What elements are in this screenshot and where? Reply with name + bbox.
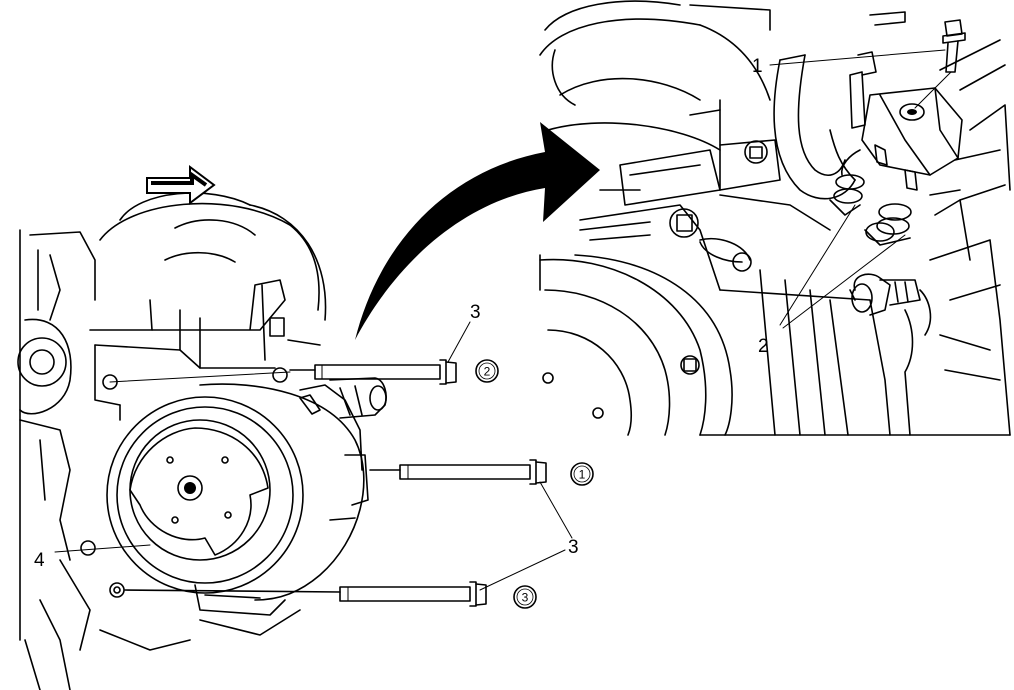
callout-3-lower-a: 3 [568,537,579,558]
svg-text:3: 3 [522,591,529,605]
bolt-lower-a [369,459,547,485]
bolt-axis-upper [109,371,291,383]
compressor-body [80,377,387,616]
sequence-marker-2: 2 [475,359,499,383]
engine-block-outline [17,192,327,690]
detail-view-arrow-icon [355,122,600,340]
front-direction-arrow-icon [146,165,216,205]
leader-3-lower-a [539,481,573,539]
bolt-lower-b [124,581,487,607]
leader-3-lower-b [479,549,566,591]
leader-4 [54,544,151,553]
callout-4: 4 [34,550,45,571]
leader-lines [54,49,946,591]
svg-text:2: 2 [484,365,491,379]
svg-text:1: 1 [579,468,586,482]
leader-3-upper [447,321,471,363]
detail-view [539,0,1011,436]
leader-2a [779,204,856,326]
callout-labels: 1 2 3 3 3 4 [34,56,769,571]
bolt-upper [289,359,457,385]
sequence-marker-3: 3 [513,585,537,609]
callout-3-upper: 3 [470,302,481,323]
leader-2b [782,234,906,329]
sequence-marker-1: 1 [570,462,594,486]
leader-1 [769,49,946,66]
callout-2: 2 [758,336,769,357]
callout-1: 1 [752,56,763,77]
